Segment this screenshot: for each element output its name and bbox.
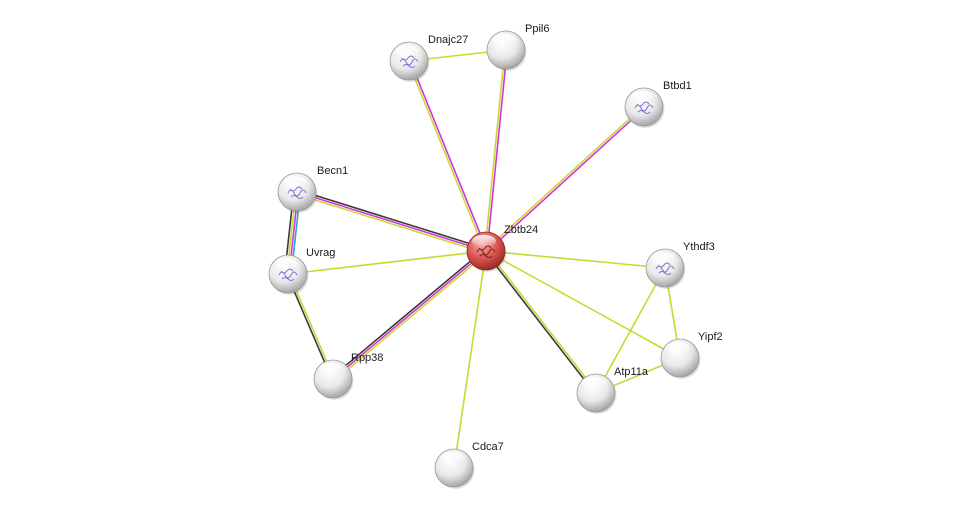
node-atp11a[interactable]: Atp11a [576, 366, 649, 414]
edge-line-experiments [409, 60, 488, 251]
edge-zbtb24-ppil6[interactable] [484, 49, 508, 252]
edge-line-textmining [595, 267, 666, 394]
node-label-zbtb24: Zbtb24 [504, 224, 538, 236]
node-label-ppil6: Ppil6 [525, 23, 549, 35]
node-label-rpp38: Rpp38 [351, 352, 383, 364]
edge-line-experiments [486, 50, 508, 252]
edge-zbtb24-atp11a[interactable] [484, 249, 598, 395]
edge-zbtb24-becn1[interactable] [296, 189, 487, 254]
edge-zbtb24-btbd1[interactable] [484, 105, 646, 253]
node-btbd1[interactable]: Btbd1 [624, 80, 692, 128]
node-highlight [440, 452, 464, 464]
node-uvrag[interactable]: Uvrag [268, 247, 335, 295]
node-dnajc27[interactable]: Dnajc27 [389, 34, 468, 82]
node-label-cdca7: Cdca7 [472, 441, 504, 453]
node-highlight [492, 34, 516, 46]
edge-line-textmining [484, 49, 506, 251]
node-ythdf3[interactable]: Ythdf3 [645, 241, 715, 289]
edge-line-coexpression [484, 251, 596, 395]
node-highlight [651, 252, 675, 264]
edge-line-textmining [287, 250, 487, 275]
edge-line-textmining [296, 193, 486, 254]
edge-line-textmining [407, 61, 486, 252]
edge-line-textmining [486, 249, 598, 393]
edge-line-textmining [485, 250, 666, 269]
node-label-yipf2: Yipf2 [698, 331, 723, 343]
edge-line-experiments [332, 250, 487, 380]
node-label-ythdf3: Ythdf3 [683, 241, 715, 253]
edge-line-textmining [453, 250, 487, 469]
edge-zbtb24-yipf2[interactable] [485, 250, 681, 359]
node-rpp38[interactable]: Rpp38 [313, 352, 383, 400]
edge-line-textmining [484, 105, 644, 251]
node-label-atp11a: Atp11a [614, 366, 649, 378]
edge-zbtb24-ythdf3[interactable] [485, 250, 666, 269]
edge-zbtb24-cdca7[interactable] [453, 250, 487, 469]
node-highlight [582, 377, 606, 389]
node-highlight [630, 91, 654, 103]
node-highlight [283, 176, 307, 188]
node-label-btbd1: Btbd1 [663, 80, 692, 92]
node-highlight [395, 45, 419, 57]
edge-zbtb24-rpp38[interactable] [331, 248, 488, 382]
edge-zbtb24-uvrag[interactable] [287, 250, 487, 275]
node-label-becn1: Becn1 [317, 165, 348, 177]
node-zbtb24[interactable]: Zbtb24 [466, 224, 538, 272]
node-highlight [472, 235, 496, 247]
node-layer: Zbtb24 Dnajc27 Ppil6Btbd1Becn1UvragRpp38Cd… [268, 23, 723, 489]
node-ppil6[interactable]: Ppil6 [486, 23, 549, 71]
edge-line-textmining [485, 250, 681, 359]
node-yipf2[interactable]: Yipf2 [660, 331, 723, 379]
node-becn1[interactable]: Becn1 [277, 165, 348, 213]
edge-line-experiments [296, 191, 487, 252]
node-label-dnajc27: Dnajc27 [428, 34, 468, 46]
edge-zbtb24-dnajc27[interactable] [407, 60, 488, 252]
edge-line-coexpression [331, 248, 486, 378]
node-highlight [274, 258, 298, 270]
edge-line-experiments [486, 107, 646, 253]
node-cdca7[interactable]: Cdca7 [434, 441, 504, 489]
node-label-uvrag: Uvrag [306, 247, 335, 259]
edge-ythdf3-atp11a[interactable] [595, 267, 666, 394]
edge-line-coexpression [297, 189, 487, 250]
node-highlight [319, 363, 343, 375]
edge-line-textmining [333, 252, 488, 382]
node-highlight [666, 342, 690, 354]
